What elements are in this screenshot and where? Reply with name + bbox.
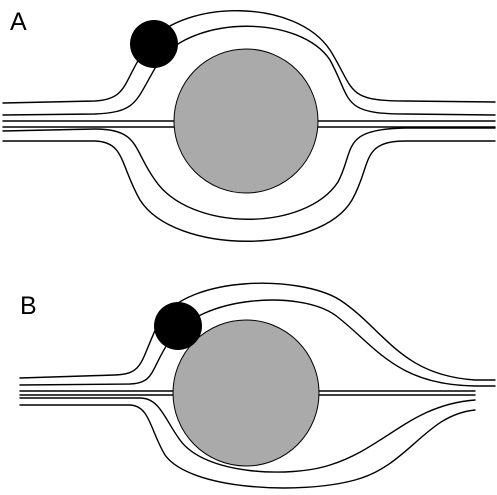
- panel-b-streamline-top-inner: [19, 299, 496, 387]
- panel-a-large-cylinder: [173, 48, 319, 194]
- panel-b-label: B: [20, 292, 37, 320]
- panel-b-streamline-bottom-outer: [19, 404, 476, 489]
- panel-b-large-cylinder: [172, 319, 320, 467]
- panel-a-streamline-top-inner: [2, 25, 496, 116]
- panel-b-small-particle: [154, 302, 202, 350]
- panel-a: A: [2, 8, 496, 242]
- panel-a-streamline-top-outer: [2, 10, 496, 104]
- panel-a-small-particle: [130, 20, 178, 68]
- panel-a-label: A: [10, 8, 27, 36]
- panel-a-streamline-bottom-inner: [2, 127, 496, 220]
- panel-b-streamline-top-outer: [19, 282, 496, 381]
- panel-a-streamline-bottom-outer: [2, 140, 496, 242]
- panel-b-streamline-bottom-inner: [19, 397, 476, 473]
- panel-b: B: [19, 282, 496, 489]
